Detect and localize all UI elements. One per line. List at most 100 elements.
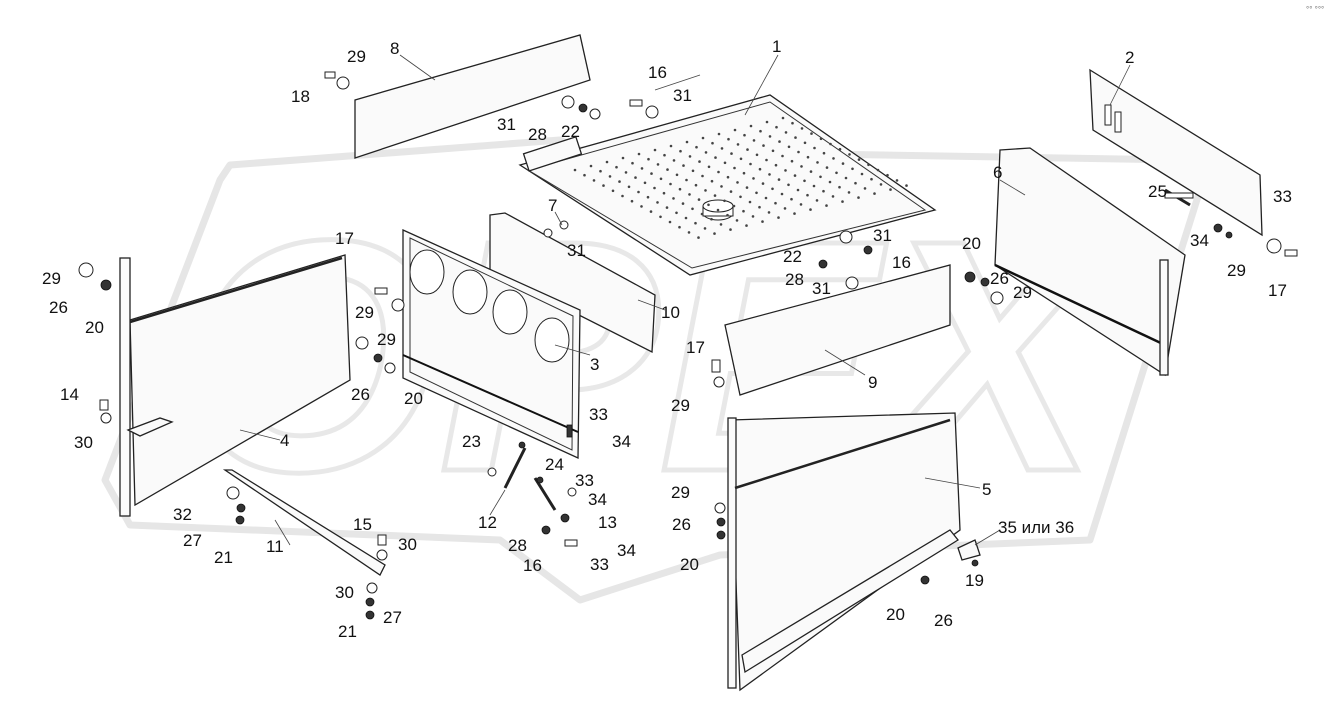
perforation-hole: [656, 163, 660, 166]
perforation-hole: [791, 121, 794, 125]
callout-29c: 29: [355, 303, 374, 322]
perforation-hole: [777, 216, 780, 219]
perforation-hole: [716, 208, 720, 212]
perforation-hole: [637, 190, 640, 194]
callout-14: 14: [60, 385, 79, 404]
perforation-hole: [685, 178, 688, 182]
perforation-hole: [736, 143, 740, 146]
callout-23: 23: [462, 432, 481, 451]
callout-35-or-36: 35 или 36: [998, 518, 1074, 537]
perforation-hole: [675, 173, 679, 177]
callout-31b: 31: [497, 115, 516, 134]
perforation-hole: [694, 221, 697, 225]
perforation-hole: [697, 236, 700, 239]
perforation-hole: [810, 132, 813, 135]
callout-34b: 34: [588, 490, 607, 509]
perforation-hole: [784, 131, 788, 134]
left-side-panel: [119, 254, 351, 517]
perforation-hole: [739, 195, 742, 199]
perforation-hole: [828, 180, 832, 184]
perforation-hole: [646, 195, 650, 199]
corner-mark: °° °°°: [1306, 5, 1324, 14]
perforation-hole: [787, 183, 790, 187]
perforation-hole: [669, 182, 672, 186]
perforation-hole: [678, 225, 681, 229]
callout-29g: 29: [1013, 283, 1032, 302]
perforation-hole: [611, 189, 615, 193]
perforation-hole: [873, 192, 876, 195]
perforation-hole: [700, 212, 704, 216]
perforation-hole: [694, 183, 698, 187]
perforation-hole: [825, 204, 828, 207]
perforation-hole: [719, 223, 723, 226]
perforation-hole: [832, 157, 835, 160]
perforation-hole: [630, 199, 634, 203]
perforation-hole: [583, 173, 586, 177]
perforation-hole: [627, 185, 631, 189]
perforation-hole: [838, 147, 842, 151]
perforation-hole: [768, 135, 772, 138]
perforation-hole: [687, 231, 691, 234]
callout-33c: 33: [590, 555, 609, 574]
perforation-hole: [848, 153, 851, 156]
perforation-hole: [838, 185, 841, 189]
callout-9: 9: [868, 373, 877, 392]
callout-30b: 30: [398, 535, 417, 554]
middle-panel: [724, 264, 951, 396]
perforation-hole: [809, 170, 813, 173]
perforation-hole: [691, 207, 694, 211]
perforation-hole: [889, 188, 892, 191]
perforation-hole: [793, 174, 797, 177]
perforation-hole: [759, 129, 762, 133]
perforation-hole: [797, 150, 800, 154]
callout-13: 13: [598, 513, 617, 532]
callout-29d: 29: [377, 330, 396, 349]
perforation-hole: [777, 178, 781, 181]
perforation-hole: [758, 205, 761, 209]
perforation-hole: [764, 196, 768, 200]
perforation-hole: [634, 176, 637, 179]
far-right-panel: [1089, 68, 1263, 237]
callout-16b: 16: [892, 253, 911, 272]
callout-17a: 17: [335, 229, 354, 248]
callout-29b: 29: [42, 269, 61, 288]
perforation-hole: [659, 215, 662, 219]
perforation-hole: [831, 195, 835, 198]
perforation-hole: [704, 189, 707, 192]
front-panel-with-holes: [402, 228, 581, 460]
perforation-hole: [662, 191, 666, 195]
perforation-hole: [656, 201, 659, 204]
callout-20b: 20: [404, 389, 423, 408]
perforation-hole: [851, 167, 854, 171]
perforation-hole: [717, 170, 720, 174]
perforation-hole: [816, 161, 819, 164]
callout-17c: 17: [1268, 281, 1287, 300]
perforation-hole: [602, 184, 605, 187]
callout-18: 18: [291, 87, 310, 106]
perforation-hole: [621, 156, 625, 160]
callout-30a: 30: [74, 433, 93, 452]
callout-16c: 16: [523, 556, 542, 575]
callout-25: 25: [1148, 182, 1167, 201]
perforation-hole: [726, 175, 730, 179]
perforation-hole: [781, 154, 784, 158]
perforation-hole: [774, 163, 778, 167]
perforation-hole: [688, 155, 692, 158]
hardware-items: [78, 71, 1298, 620]
perforation-hole: [790, 159, 794, 163]
perforation-hole: [876, 168, 880, 172]
perforation-hole: [822, 151, 826, 155]
plate-10: [489, 212, 656, 354]
perforation-hole: [771, 187, 774, 191]
perforation-hole: [755, 191, 758, 195]
perforation-hole: [857, 158, 861, 161]
callout-22b: 22: [783, 247, 802, 266]
perforation-hole: [681, 202, 685, 205]
perforation-hole: [752, 139, 756, 142]
perforation-hole: [659, 177, 663, 181]
perforation-hole: [847, 191, 851, 194]
perforation-hole: [745, 186, 749, 189]
perforation-hole: [701, 174, 704, 178]
callout-4: 4: [280, 431, 289, 450]
